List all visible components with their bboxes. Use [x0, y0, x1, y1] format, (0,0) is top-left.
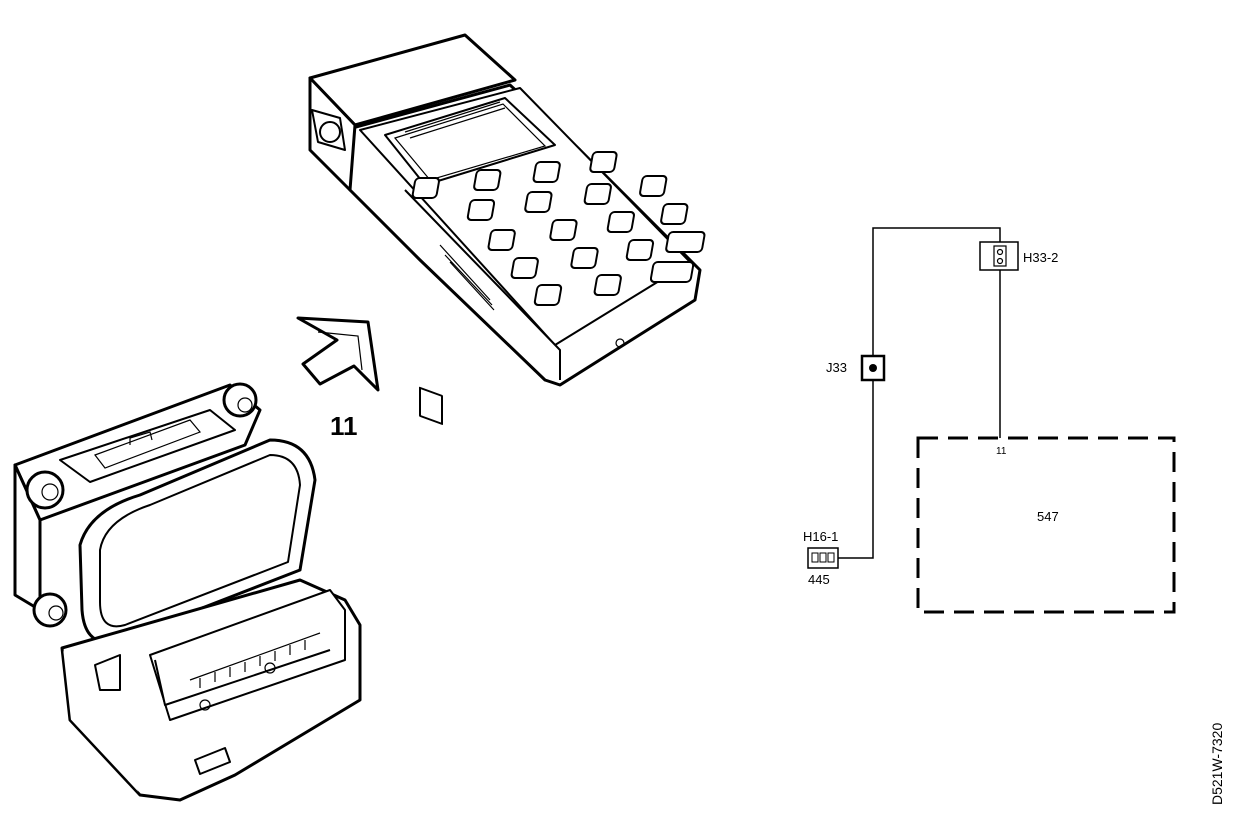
connector-j33-symbol [860, 354, 886, 382]
abs-module-illustration [13, 382, 362, 802]
diagnostic-tester-illustration [308, 33, 706, 425]
module-547-label: 547 [1037, 509, 1059, 524]
wire-445-label: 445 [808, 572, 830, 587]
callout-number: 11 [330, 411, 358, 441]
connector-h16-symbol [807, 547, 839, 569]
figure-reference-code: D521W-7320 [1209, 723, 1225, 805]
wire-top [872, 227, 1001, 355]
connector-h33-symbol [979, 241, 1019, 271]
callout-arrow [296, 316, 380, 392]
module-547-box [916, 436, 1176, 614]
keypad [411, 151, 706, 306]
wiring-schematic: H33-2 J33 H16-1 445 11 547 [803, 227, 1176, 614]
connector-pins [199, 640, 306, 688]
connector-h33-label: H33-2 [1023, 250, 1058, 265]
connector-j33-label: J33 [826, 360, 847, 375]
connector-h16-label: H16-1 [803, 529, 838, 544]
pin-11-label: 11 [996, 446, 1007, 457]
wire-j33-to-h16 [838, 380, 874, 559]
